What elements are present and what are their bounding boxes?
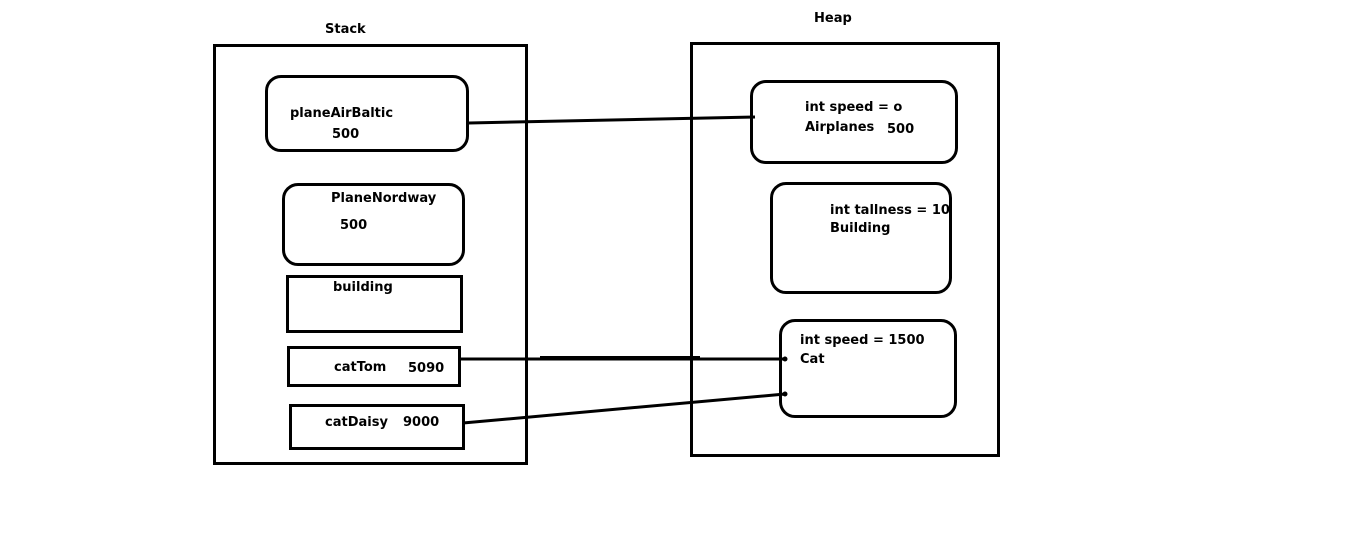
- line-catdaisy-to-cat: [462, 392, 786, 425]
- heap-object-type: Airplanes: [805, 120, 875, 135]
- stack-frame: [213, 44, 528, 465]
- stack-item-label: building: [333, 280, 393, 295]
- heap-object-field: int speed = 1500: [800, 333, 925, 348]
- stack-item-planenordway: [282, 183, 465, 266]
- heap-frame: [690, 42, 1000, 457]
- heap-object-type: Cat: [800, 352, 825, 367]
- stack-item-value: 500: [332, 127, 360, 142]
- heap-object-cat: [779, 319, 957, 418]
- line-planeairbaltic-to-airplanes: [468, 115, 756, 125]
- stack-item-planeairbaltic: [265, 75, 469, 152]
- stack-item-label: catTom: [334, 360, 387, 375]
- stack-item-building: [286, 275, 463, 333]
- stack-item-label: planeAirBaltic: [290, 106, 394, 121]
- cat-anchor-dot-1: [782, 356, 788, 362]
- stack-item-value: 9000: [403, 415, 440, 430]
- stack-item-value: 500: [340, 218, 368, 233]
- stack-item-label: PlaneNordway: [331, 191, 437, 206]
- heap-object-value: 500: [887, 122, 915, 137]
- cat-anchor-dot-2: [782, 391, 788, 397]
- stack-item-catdaisy: [289, 404, 465, 450]
- heap-object-type: Building: [830, 221, 891, 236]
- heap-object-field: int speed = o: [805, 100, 903, 115]
- heap-object-building: [770, 182, 952, 294]
- stack-item-label: catDaisy: [325, 415, 388, 430]
- stack-item-value: 5090: [408, 361, 445, 376]
- heap-title: Heap: [814, 11, 852, 26]
- stack-item-cattom: [287, 346, 461, 387]
- heap-object-airplanes: [750, 80, 958, 164]
- stack-title: Stack: [325, 22, 366, 37]
- heap-object-field: int tallness = 10: [830, 203, 950, 218]
